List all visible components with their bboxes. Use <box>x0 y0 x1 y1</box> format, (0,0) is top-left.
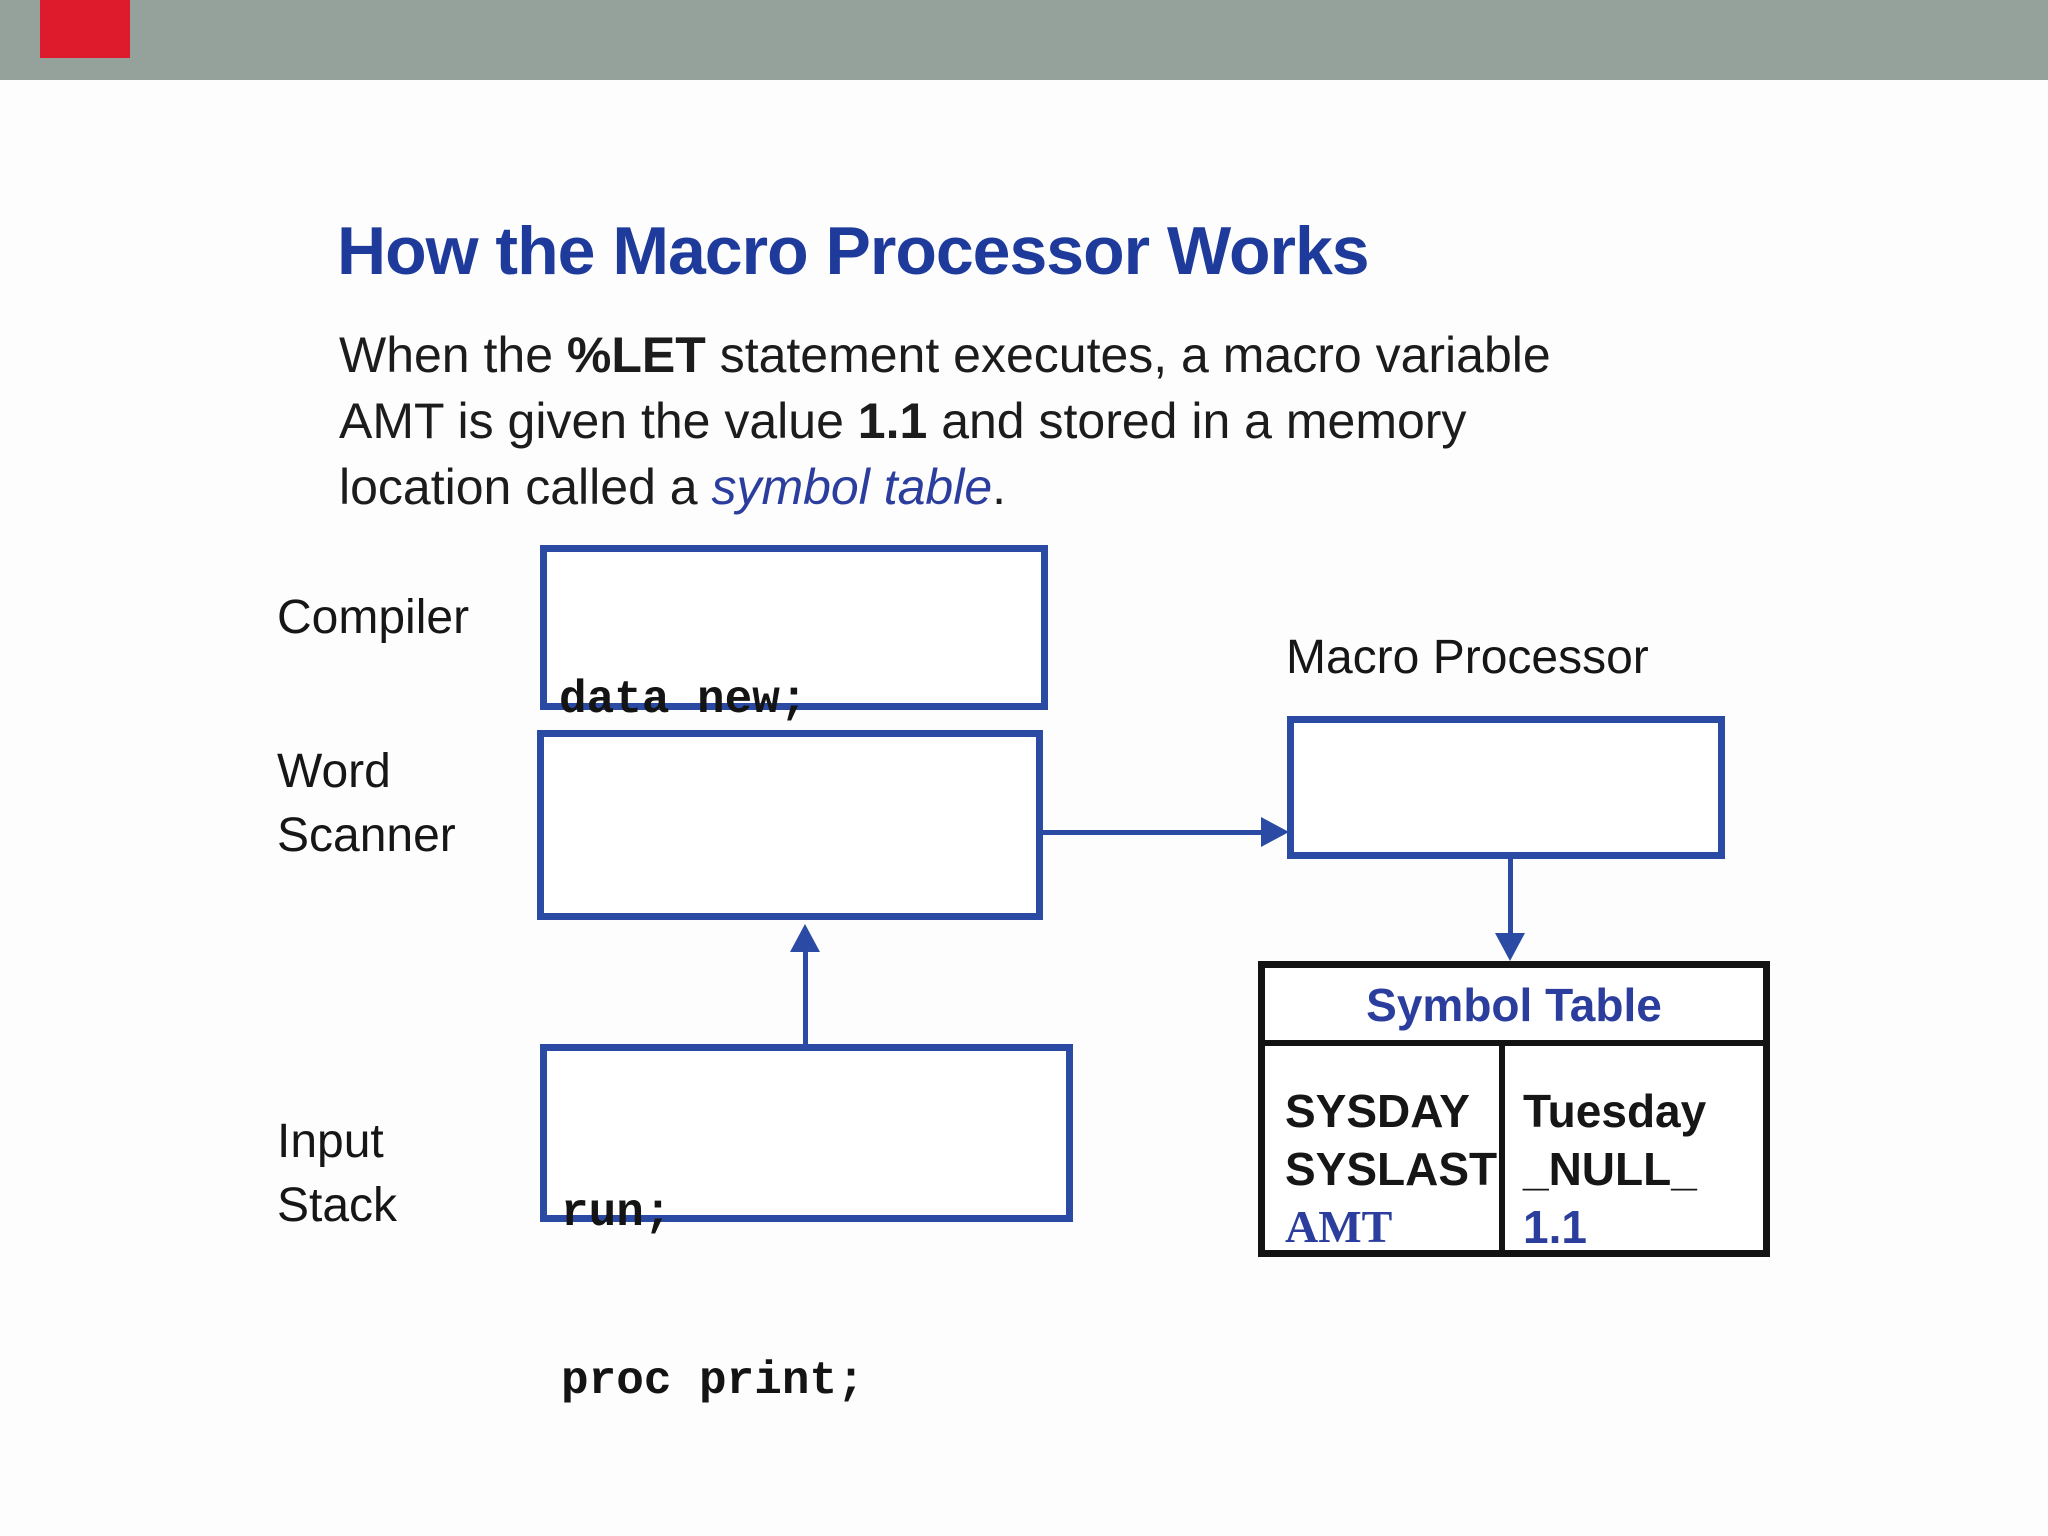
compiler-box: data new; set perm.mast; <box>540 545 1048 894</box>
symbol-table-value-amt: 1.1 <box>1523 1201 1587 1253</box>
symbol-table-value-column: Tuesday _NULL_ 1.1 <box>1499 1046 1763 1253</box>
input-stack-code: run; proc print; run; <box>547 1051 1066 1536</box>
label-scanner: Scanner <box>277 809 456 862</box>
arrow-macro-processor-to-symbol-table-shaft <box>1508 859 1513 935</box>
arrow-macro-processor-to-symbol-table-head <box>1495 933 1525 961</box>
value-1-1: 1.1 <box>857 393 928 449</box>
input-stack-code-line-3: run; <box>561 1521 1066 1536</box>
label-input: Input <box>277 1115 384 1168</box>
symbol-table-value-null: _NULL_ <box>1523 1143 1697 1195</box>
input-stack-code-line-1: run; <box>561 1187 672 1239</box>
symbol-table-name-column: SYSDAY SYSLAST AMT <box>1265 1046 1499 1252</box>
top-banner <box>0 0 2048 80</box>
label-compiler: Compiler <box>277 591 470 644</box>
symbol-table-body: SYSDAY SYSLAST AMT Tuesday _NULL_ 1.1 <box>1265 1046 1763 1253</box>
word-scanner-box <box>537 730 1043 920</box>
body-line-3: location called a symbol table. <box>339 459 1007 515</box>
symbol-table-name-syslast: SYSLAST <box>1285 1143 1498 1195</box>
symbol-table-title: Symbol Table <box>1265 968 1763 1046</box>
label-stack: Stack <box>277 1179 398 1232</box>
label-macro-processor: Macro Processor <box>1286 631 1649 684</box>
arrow-input-stack-to-word-scanner-shaft <box>803 950 808 1044</box>
slide-title: How the Macro Processor Works <box>337 213 1370 289</box>
compiler-code-line-1: data new; <box>559 674 808 726</box>
symbol-table-name-amt: AMT <box>1285 1201 1393 1252</box>
label-word: Word <box>277 745 391 798</box>
symbol-table-term: symbol table <box>711 459 993 515</box>
arrow-word-scanner-to-macro-processor-shaft <box>1043 830 1265 835</box>
red-accent-block <box>40 0 130 58</box>
body-paragraph: When the %LET statement executes, a macr… <box>339 322 1551 520</box>
arrow-word-scanner-to-macro-processor-head <box>1261 817 1289 847</box>
let-keyword: %LET <box>566 327 706 383</box>
body-line-2: AMT is given the value 1.1 and stored in… <box>339 393 1467 449</box>
input-stack-box: run; proc print; run; <box>540 1044 1073 1536</box>
input-stack-code-line-2: proc print; <box>561 1355 865 1407</box>
symbol-table-name-sysday: SYSDAY <box>1285 1085 1470 1137</box>
symbol-table-value-tuesday: Tuesday <box>1523 1085 1707 1137</box>
macro-processor-box <box>1287 716 1725 859</box>
body-line-1: When the %LET statement executes, a macr… <box>339 327 1551 383</box>
arrow-input-stack-to-word-scanner-head <box>790 924 820 952</box>
symbol-table: Symbol Table SYSDAY SYSLAST AMT Tuesday … <box>1258 961 1770 1257</box>
